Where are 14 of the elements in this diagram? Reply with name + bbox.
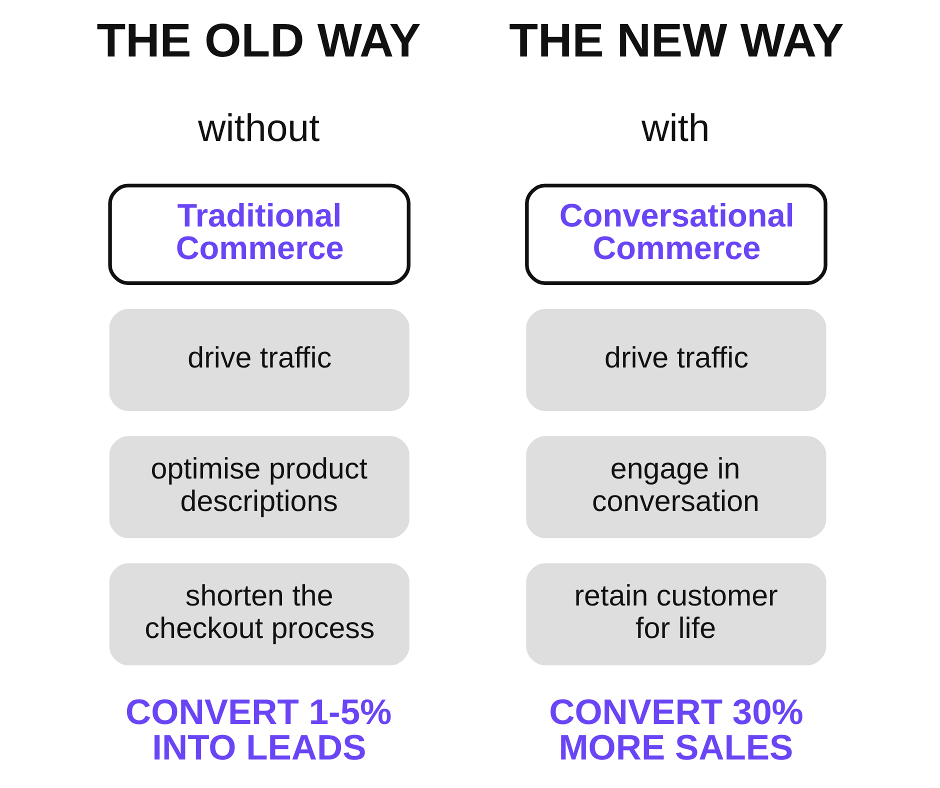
label: THE NEW WAY bbox=[509, 14, 844, 68]
node-box: drive traffic bbox=[526, 309, 826, 411]
label: CONVERT 30% MORE SALES bbox=[549, 692, 804, 768]
label: with bbox=[641, 106, 710, 150]
node-box: optimise product descriptions bbox=[109, 436, 410, 538]
node-box: shorten the checkout process bbox=[109, 563, 410, 666]
label: CONVERT 1-5% INTO LEADS bbox=[126, 692, 392, 768]
node-box: Traditional Commerce bbox=[108, 184, 410, 285]
label: THE OLD WAY bbox=[96, 14, 421, 68]
node-box: retain customer for life bbox=[526, 563, 826, 666]
node-box: Conversational Commerce bbox=[525, 184, 828, 285]
node-box: drive traffic bbox=[109, 309, 410, 411]
label: without bbox=[198, 106, 320, 150]
node-box: engage in conversation bbox=[526, 436, 826, 538]
